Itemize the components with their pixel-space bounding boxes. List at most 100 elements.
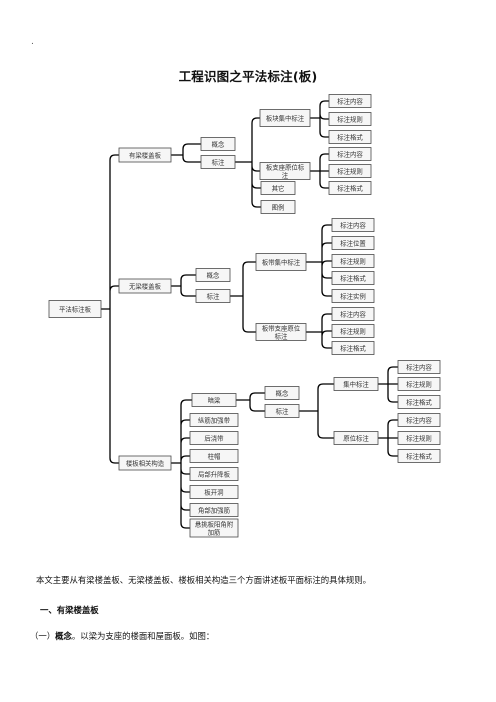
node-b-g2-leaf-label: 标注规则 bbox=[340, 326, 366, 335]
node-a-group2-label: 板支座原位标 bbox=[266, 162, 305, 171]
node-b-g1-leaf-label: 标注格式 bbox=[340, 273, 366, 282]
connector bbox=[171, 399, 192, 529]
section-heading: 一、有梁楼盖板 bbox=[40, 605, 99, 615]
node-a-concept-label: 概念 bbox=[212, 139, 225, 148]
node-b-group2-box bbox=[255, 323, 307, 341]
node-c-g1-leaf-label: 标注格式 bbox=[406, 397, 432, 406]
node-b-g1-leaf-label: 标注规则 bbox=[340, 256, 366, 265]
node-c-g2-leaf-box bbox=[397, 431, 441, 445]
node-c-g1-leaf: 标注规则 bbox=[397, 377, 441, 391]
node-c-item: 局部升降板 bbox=[189, 467, 239, 481]
node-a-g2-leaf-label: 标注格式 bbox=[337, 183, 363, 192]
node-c-item: 板开洞 bbox=[189, 485, 239, 499]
node-a-g1-leaf: 标注格式 bbox=[328, 130, 372, 144]
intro-paragraph: 本文主要从有梁楼盖板、无梁楼盖板、楼板相关构造三个方面讲述板平面标注的具体规则。 bbox=[36, 575, 371, 585]
node-b-g1-leaf: 标注规则 bbox=[331, 254, 375, 268]
node-a-g1-leaf: 标注内容 bbox=[328, 94, 372, 108]
subsection-term: 概念 bbox=[55, 631, 72, 641]
node-a-annotation-box bbox=[200, 155, 236, 169]
node-branch-a-label: 有梁楼盖板 bbox=[129, 150, 162, 159]
node-b-annotation-box bbox=[195, 289, 231, 303]
node-c-g1-leaf: 标注内容 bbox=[397, 360, 441, 374]
connector bbox=[310, 100, 329, 138]
node-c-g2-leaf-label: 标注格式 bbox=[406, 451, 432, 460]
node-a-group2-label: 注 bbox=[282, 170, 289, 179]
node-b-g2-leaf-label: 标注内容 bbox=[340, 309, 366, 318]
node-branch-c-box bbox=[118, 455, 172, 471]
node-c-group2-box bbox=[333, 431, 379, 445]
connector bbox=[171, 143, 201, 163]
node-branch-c: 楼板相关构造 bbox=[118, 455, 172, 471]
node-c-concept-box bbox=[264, 386, 300, 400]
node-c-g2-leaf-label: 标注规则 bbox=[406, 433, 432, 442]
node-a-g1-leaf-label: 标注格式 bbox=[337, 132, 363, 141]
node-a-g1-leaf-box bbox=[328, 130, 372, 144]
node-c-group1-box bbox=[333, 377, 379, 391]
node-a-g1-leaf-label: 标注内容 bbox=[337, 96, 363, 105]
node-a-g2-leaf-label: 标注内容 bbox=[337, 149, 363, 158]
node-branch-c-label: 楼板相关构造 bbox=[126, 458, 165, 467]
node-c-item-label: 后浇带 bbox=[204, 433, 224, 442]
node-c-g1-leaf-label: 标注规则 bbox=[406, 379, 432, 388]
node-c-hub: 暗梁 bbox=[191, 393, 237, 407]
node-c-g2-leaf: 标注格式 bbox=[397, 449, 441, 463]
node-a-g2-leaf-box bbox=[328, 164, 372, 178]
node-a-group1: 板块集中标注 bbox=[259, 109, 311, 127]
node-b-annotation-label: 标注 bbox=[207, 291, 220, 300]
node-branch-b-box bbox=[118, 278, 172, 294]
node-a-other: 其它 bbox=[260, 181, 296, 195]
node-c-annotation: 标注 bbox=[264, 404, 300, 418]
node-c-item: 角部加强筋 bbox=[189, 503, 239, 517]
subsection-text: 。以梁为支座的楼面和屋面板。如图： bbox=[71, 631, 215, 641]
page-title: 工程识图之平法标注(板) bbox=[178, 69, 318, 84]
node-c-g1-leaf-box bbox=[397, 395, 441, 409]
node-branch-a-box bbox=[118, 147, 172, 163]
node-c-g1-leaf-label: 标注内容 bbox=[406, 362, 432, 371]
connector bbox=[306, 224, 332, 297]
node-b-group1-box bbox=[255, 253, 307, 271]
node-a-other-label: 其它 bbox=[272, 183, 285, 192]
node-b-group2-label: 标注 bbox=[275, 331, 288, 340]
node-b-g1-leaf: 标注内容 bbox=[331, 218, 375, 232]
node-c-item-box bbox=[189, 467, 239, 481]
node-c-g1-leaf: 标注格式 bbox=[397, 395, 441, 409]
node-b-g1-leaf-label: 标注内容 bbox=[340, 220, 366, 229]
node-c-g2-leaf-box bbox=[397, 449, 441, 463]
node-c-item-label: 柱帽 bbox=[208, 451, 221, 460]
node-b-g1-leaf-box bbox=[331, 254, 375, 268]
node-c-hub-label: 暗梁 bbox=[208, 395, 221, 404]
connector bbox=[378, 419, 398, 457]
node-c-group1-label: 集中标注 bbox=[343, 379, 369, 388]
node-c-item-box bbox=[189, 503, 239, 517]
node-c-item-box bbox=[189, 518, 239, 538]
node-a-g2-leaf: 标注规则 bbox=[328, 164, 372, 178]
node-a-annotation: 标注 bbox=[200, 155, 236, 169]
node-b-g2-leaf-label: 标注格式 bbox=[340, 343, 366, 352]
node-a-concept: 概念 bbox=[200, 137, 236, 151]
node-c-annotation-label: 标注 bbox=[276, 406, 289, 415]
connector bbox=[101, 154, 119, 464]
node-branch-b-label: 无梁楼盖板 bbox=[129, 281, 162, 290]
node-a-concept-box bbox=[200, 137, 236, 151]
node-a-g2-leaf-box bbox=[328, 147, 372, 161]
subsection-heading: （一）概念。以梁为支座的楼面和屋面板。如图： bbox=[30, 630, 214, 642]
node-b-g1-leaf-box bbox=[331, 271, 375, 285]
node-a-group1-label: 板块集中标注 bbox=[266, 113, 305, 122]
mind-map-diagram: 平法标注板有梁楼盖板概念标注板块集中标注板支座原位标注其它图例标注内容标注规则标… bbox=[48, 94, 441, 538]
node-b-annotation: 标注 bbox=[195, 289, 231, 303]
node-c-annotation-box bbox=[264, 404, 300, 418]
node-c-item-label: 纵筋加强带 bbox=[198, 415, 231, 424]
node-c-group1: 集中标注 bbox=[333, 377, 379, 391]
node-b-g1-leaf-label: 标注位置 bbox=[340, 238, 366, 247]
node-c-g2-leaf: 标注内容 bbox=[397, 413, 441, 427]
node-a-g2-leaf-label: 标注规则 bbox=[337, 166, 363, 175]
node-root-label: 平法标注板 bbox=[59, 304, 92, 313]
node-root: 平法标注板 bbox=[48, 300, 102, 318]
node-a-g2-leaf-box bbox=[328, 181, 372, 195]
node-c-g2-leaf-box bbox=[397, 413, 441, 427]
node-c-g1-leaf-box bbox=[397, 377, 441, 391]
node-b-concept-box bbox=[195, 268, 231, 282]
node-a-g1-leaf-label: 标注规则 bbox=[337, 114, 363, 123]
